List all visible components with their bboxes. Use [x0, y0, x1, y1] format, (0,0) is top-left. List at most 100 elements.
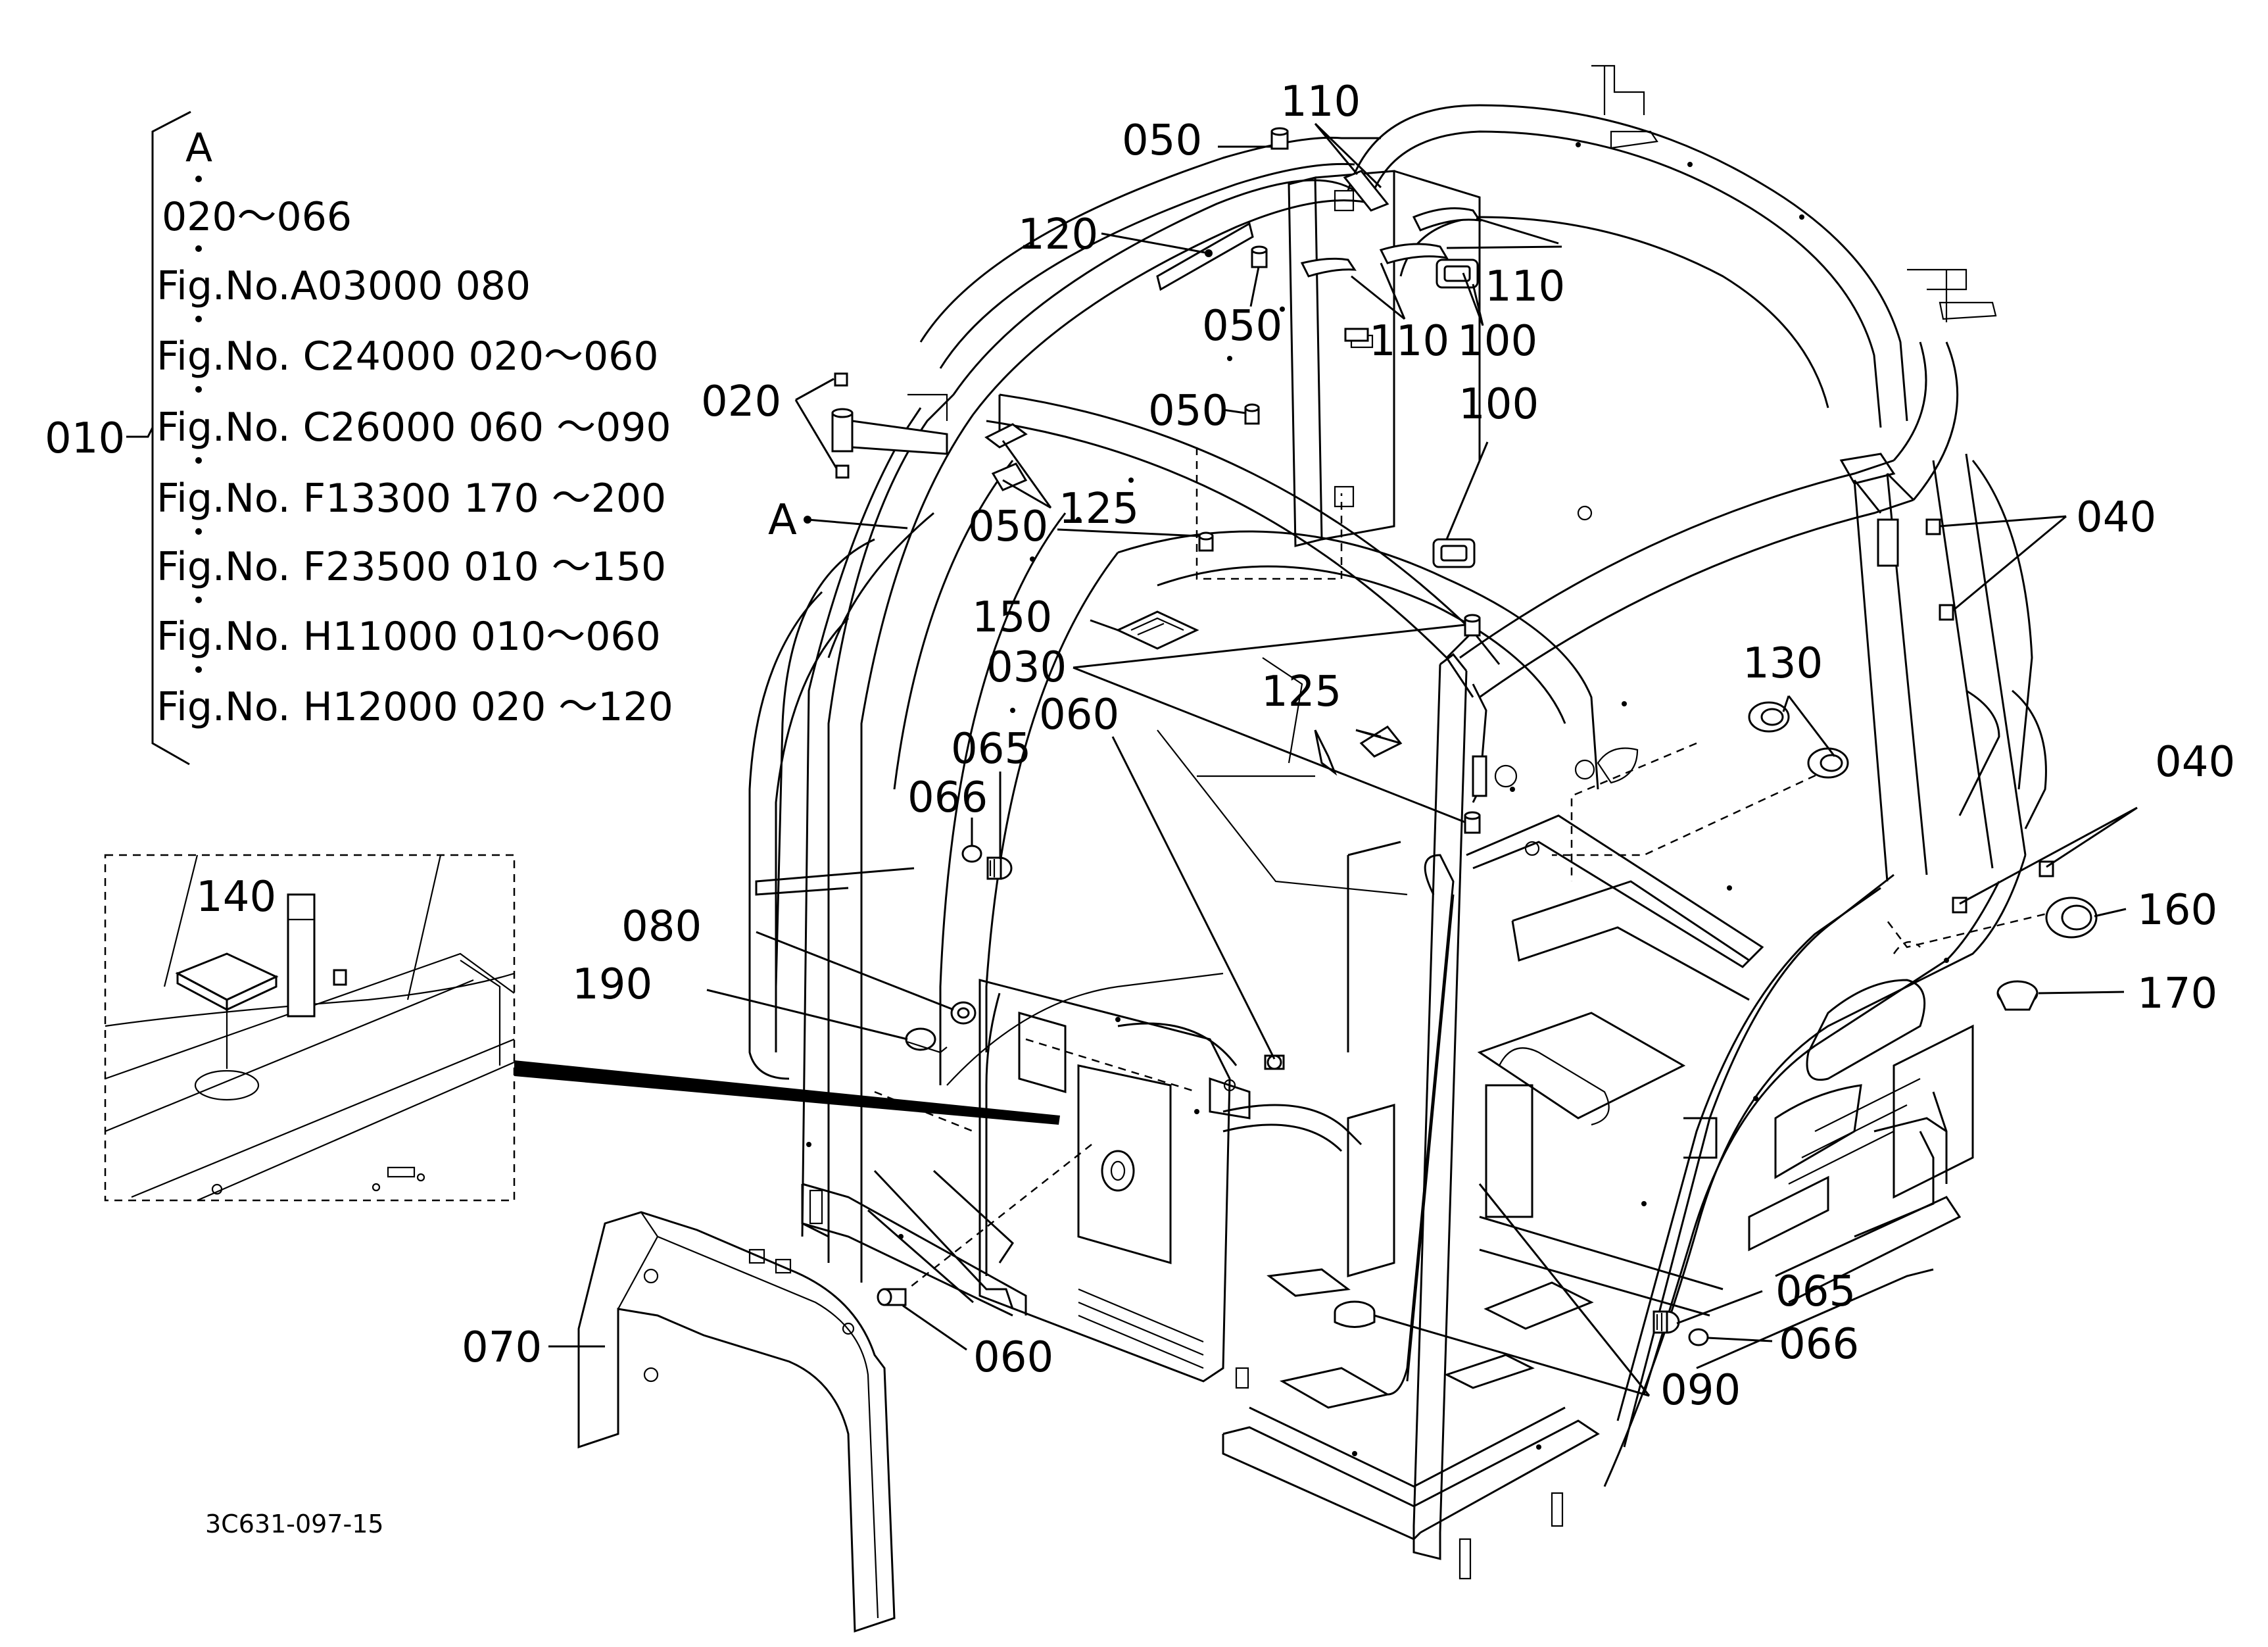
legend-bullet	[195, 386, 202, 393]
front-panel	[978, 979, 1231, 1383]
callout-060: 060	[1039, 691, 1119, 739]
floor-step	[1222, 1419, 1600, 1534]
legend-item: Fig.No. C26000 060 ～090	[157, 405, 671, 451]
cab-frame-drawing	[577, 64, 2098, 1633]
legend-bullet	[195, 316, 202, 322]
callout-125: 125	[1059, 485, 1139, 533]
callout-120: 120	[1018, 210, 1098, 259]
callout-065: 065	[1775, 1267, 1856, 1316]
rear-panel	[1288, 176, 1323, 547]
grommet-130	[1748, 701, 1790, 733]
legend-bullet	[195, 597, 202, 603]
callout-140: 140	[196, 873, 276, 922]
legend-group-label: 010	[45, 414, 125, 463]
rear-roof-arch	[1347, 104, 1908, 422]
screw-040	[1939, 604, 1954, 621]
legend-range-line: 020～066	[162, 194, 352, 240]
callout-040: 040	[2155, 738, 2235, 787]
plate-150	[1115, 610, 1199, 650]
callout-100: 100	[1457, 317, 1537, 366]
bolt-030	[1464, 614, 1481, 637]
grommet-160	[2045, 897, 2098, 939]
round-cap	[1101, 1150, 1135, 1192]
legend-item: Fig.No.A03000 080	[157, 263, 531, 309]
cap-080	[950, 1001, 977, 1025]
callout-060: 060	[973, 1333, 1053, 1382]
callout-066: 066	[907, 774, 988, 822]
front-cross-bar	[1459, 459, 1914, 699]
pointer-a: A	[768, 496, 908, 545]
figure-reference-legend: A 020～066 Fig.No.A03000 080 Fig.No. C240…	[45, 111, 673, 766]
legend-bracket	[151, 111, 191, 766]
inset-pointer-arrow	[514, 1060, 1060, 1125]
callout-170: 170	[2137, 970, 2217, 1018]
legend-group-leader	[126, 427, 154, 438]
spacer-050	[1270, 127, 1289, 150]
pin-060	[877, 1288, 907, 1306]
callout-050: 050	[1148, 387, 1228, 435]
legend-item: Fig.No. C24000 020～060	[157, 333, 659, 380]
cap-090	[1334, 1300, 1376, 1328]
pointer-a-label: A	[768, 496, 797, 545]
legend-bullet	[195, 528, 202, 535]
clip-125	[984, 423, 1028, 449]
bushing-065	[986, 856, 1013, 880]
callout-080: 080	[621, 902, 702, 951]
callout-050: 050	[968, 503, 1048, 551]
drawing-code: 3C631-097-15	[205, 1510, 384, 1538]
spacer-050	[1198, 531, 1214, 552]
legend-item: Fig.No. F13300 170 ～200	[157, 476, 666, 522]
legend-letter: A	[185, 125, 212, 171]
plug-170	[1996, 980, 2039, 1011]
legend-bullet	[195, 457, 202, 464]
callout-090: 090	[1660, 1366, 1741, 1415]
grommet-130	[1807, 747, 1849, 779]
legend-item: Fig.No. H11000 010～060	[157, 614, 661, 660]
callout-150: 150	[972, 593, 1052, 642]
legend-bullet	[195, 176, 202, 182]
callout-030: 030	[986, 643, 1067, 692]
spacer-050	[1244, 403, 1260, 425]
grommet-100	[1436, 258, 1479, 289]
pin-060	[1264, 1054, 1285, 1070]
callout-110: 110	[1369, 317, 1449, 366]
grommet-100	[1432, 538, 1476, 568]
hole	[194, 1069, 260, 1101]
guard-070	[577, 1211, 896, 1633]
bushing-065	[1653, 1310, 1680, 1334]
inset-frame	[104, 854, 516, 1202]
callout-110: 110	[1280, 78, 1361, 126]
bushing-110	[1412, 207, 1482, 232]
callout-065: 065	[951, 725, 1031, 774]
center-door-post	[1412, 664, 1441, 1527]
callout-160: 160	[2137, 886, 2217, 935]
strip-120	[1156, 222, 1254, 291]
front-arch-bar	[986, 420, 1474, 698]
screw-040	[1925, 518, 1941, 535]
bushing-110	[1379, 243, 1449, 264]
callout-050: 050	[1202, 302, 1282, 351]
legend-item: Fig.No. F23500 010 ～150	[157, 544, 666, 590]
callout-190: 190	[572, 960, 652, 1009]
callout-125: 125	[1261, 668, 1341, 716]
washer-066	[961, 845, 982, 863]
legend-bullet	[195, 666, 202, 673]
spacer-050	[1251, 245, 1268, 268]
legend-bullet	[195, 245, 202, 252]
leader-lines	[548, 122, 2138, 1397]
callout-labels: 050 110 120 050 110 110 100 020 050 100 …	[462, 78, 2235, 1415]
callout-050: 050	[1122, 116, 1202, 165]
bushing-110	[1300, 257, 1357, 278]
callout-130: 130	[1743, 639, 1823, 688]
callout-070: 070	[462, 1323, 542, 1372]
clip-125	[1314, 729, 1338, 776]
washer-066	[1688, 1328, 1709, 1346]
clip-125	[991, 462, 1028, 491]
callout-040: 040	[2076, 493, 2156, 542]
detail-inset: 140	[104, 854, 516, 1202]
legend-item: Fig.No. H12000 020 ～120	[157, 684, 673, 730]
screw-040	[1952, 897, 1967, 914]
tube-part	[287, 893, 316, 1018]
callout-020: 020	[701, 378, 781, 426]
